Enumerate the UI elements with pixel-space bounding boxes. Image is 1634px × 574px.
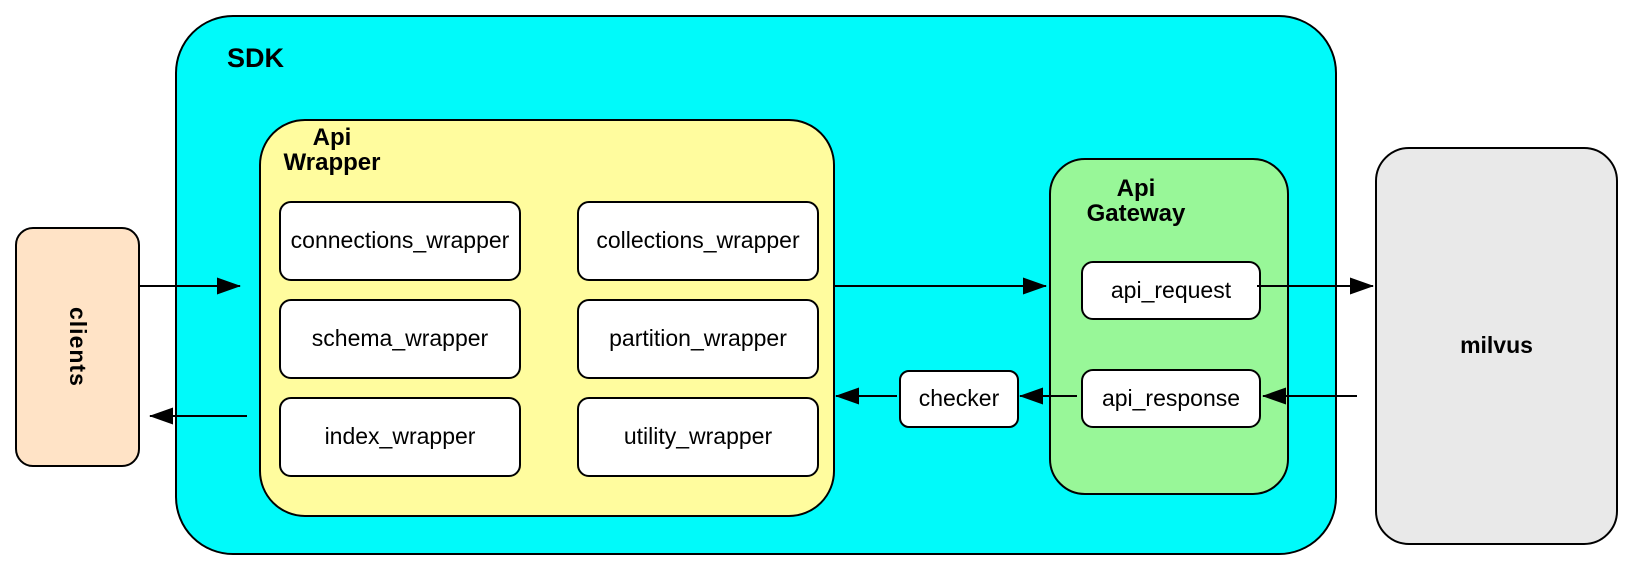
container-api-gateway-label: Api Gateway (1086, 175, 1186, 227)
node-clients-label: clients (65, 307, 92, 387)
node-api-request: api_request (1081, 261, 1261, 320)
node-milvus-label: milvus (1460, 332, 1533, 359)
node-utility-wrapper: utility_wrapper (577, 397, 819, 477)
node-api-response: api_response (1081, 369, 1261, 428)
node-milvus: milvus (1375, 147, 1618, 545)
container-api-wrapper-label: Api Wrapper (283, 124, 381, 176)
node-schema-wrapper: schema_wrapper (279, 299, 521, 379)
node-partition-wrapper: partition_wrapper (577, 299, 819, 379)
container-api-wrapper: Api Wrapper connections_wrapper collecti… (259, 119, 835, 517)
node-checker: checker (899, 370, 1019, 428)
node-collections-wrapper: collections_wrapper (577, 201, 819, 281)
node-clients: clients (15, 227, 140, 467)
node-connections-wrapper: connections_wrapper (279, 201, 521, 281)
node-index-wrapper: index_wrapper (279, 397, 521, 477)
container-api-gateway: Api Gateway api_request api_response (1049, 158, 1289, 495)
container-sdk-label: SDK (227, 43, 285, 73)
container-sdk: SDK Api Wrapper connections_wrapper coll… (175, 15, 1337, 555)
